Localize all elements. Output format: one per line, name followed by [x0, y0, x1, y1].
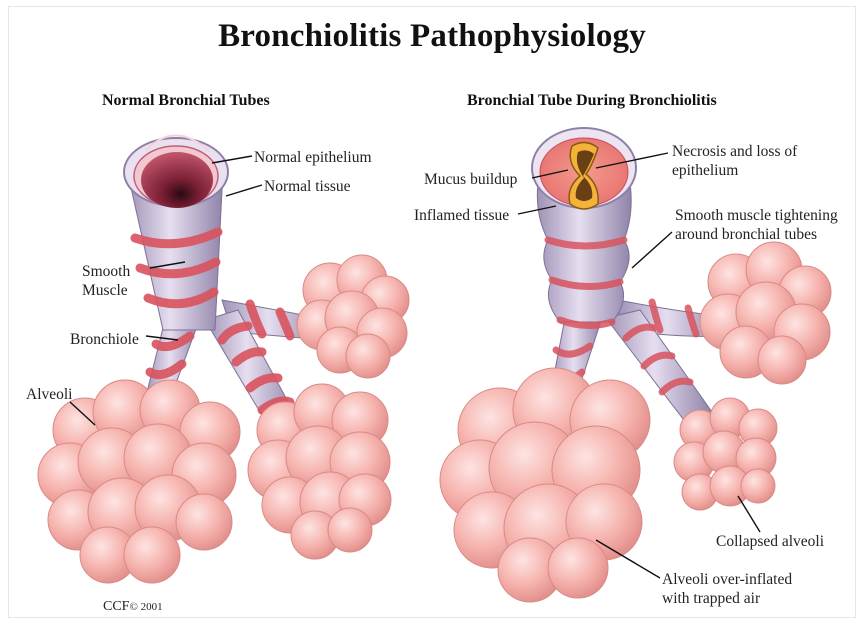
bronchiolitis-bronchial-tree	[440, 128, 831, 602]
label-smooth-muscle-tightening: Smooth muscle tightening around bronchia…	[675, 206, 838, 244]
label-alveoli: Alveoli	[26, 385, 73, 404]
label-normal-tissue: Normal tissue	[264, 177, 351, 196]
label-normal-epithelium: Normal epithelium	[254, 148, 372, 167]
left-panel-heading: Normal Bronchial Tubes	[102, 92, 270, 110]
overinflated-alveoli-cluster	[440, 368, 650, 602]
label-smooth-muscle: Smooth Muscle	[82, 262, 130, 300]
diagram-title: Bronchiolitis Pathophysiology	[0, 18, 864, 55]
right-panel-heading: Bronchial Tube During Bronchiolitis	[467, 92, 717, 110]
copyright-credit: CCF© 2001	[103, 599, 163, 615]
label-mucus-buildup: Mucus buildup	[424, 170, 517, 189]
small-alveoli-cluster	[297, 255, 409, 378]
normal-bronchial-tree	[38, 135, 409, 583]
collapsed-alveoli-cluster	[674, 398, 777, 510]
alveoli-cluster-left	[38, 380, 240, 583]
label-bronchiole: Bronchiole	[70, 330, 139, 349]
credit-main: CCF	[103, 599, 129, 614]
credit-suffix: © 2001	[129, 601, 162, 613]
upper-alveoli-cluster	[700, 242, 831, 384]
label-collapsed-alveoli: Collapsed alveoli	[716, 532, 824, 551]
label-inflamed-tissue: Inflamed tissue	[414, 206, 509, 225]
label-necrosis: Necrosis and loss of epithelium	[672, 142, 797, 180]
alveoli-cluster-right	[248, 384, 391, 559]
label-overinflated-alveoli: Alveoli over-inflated with trapped air	[662, 570, 792, 608]
